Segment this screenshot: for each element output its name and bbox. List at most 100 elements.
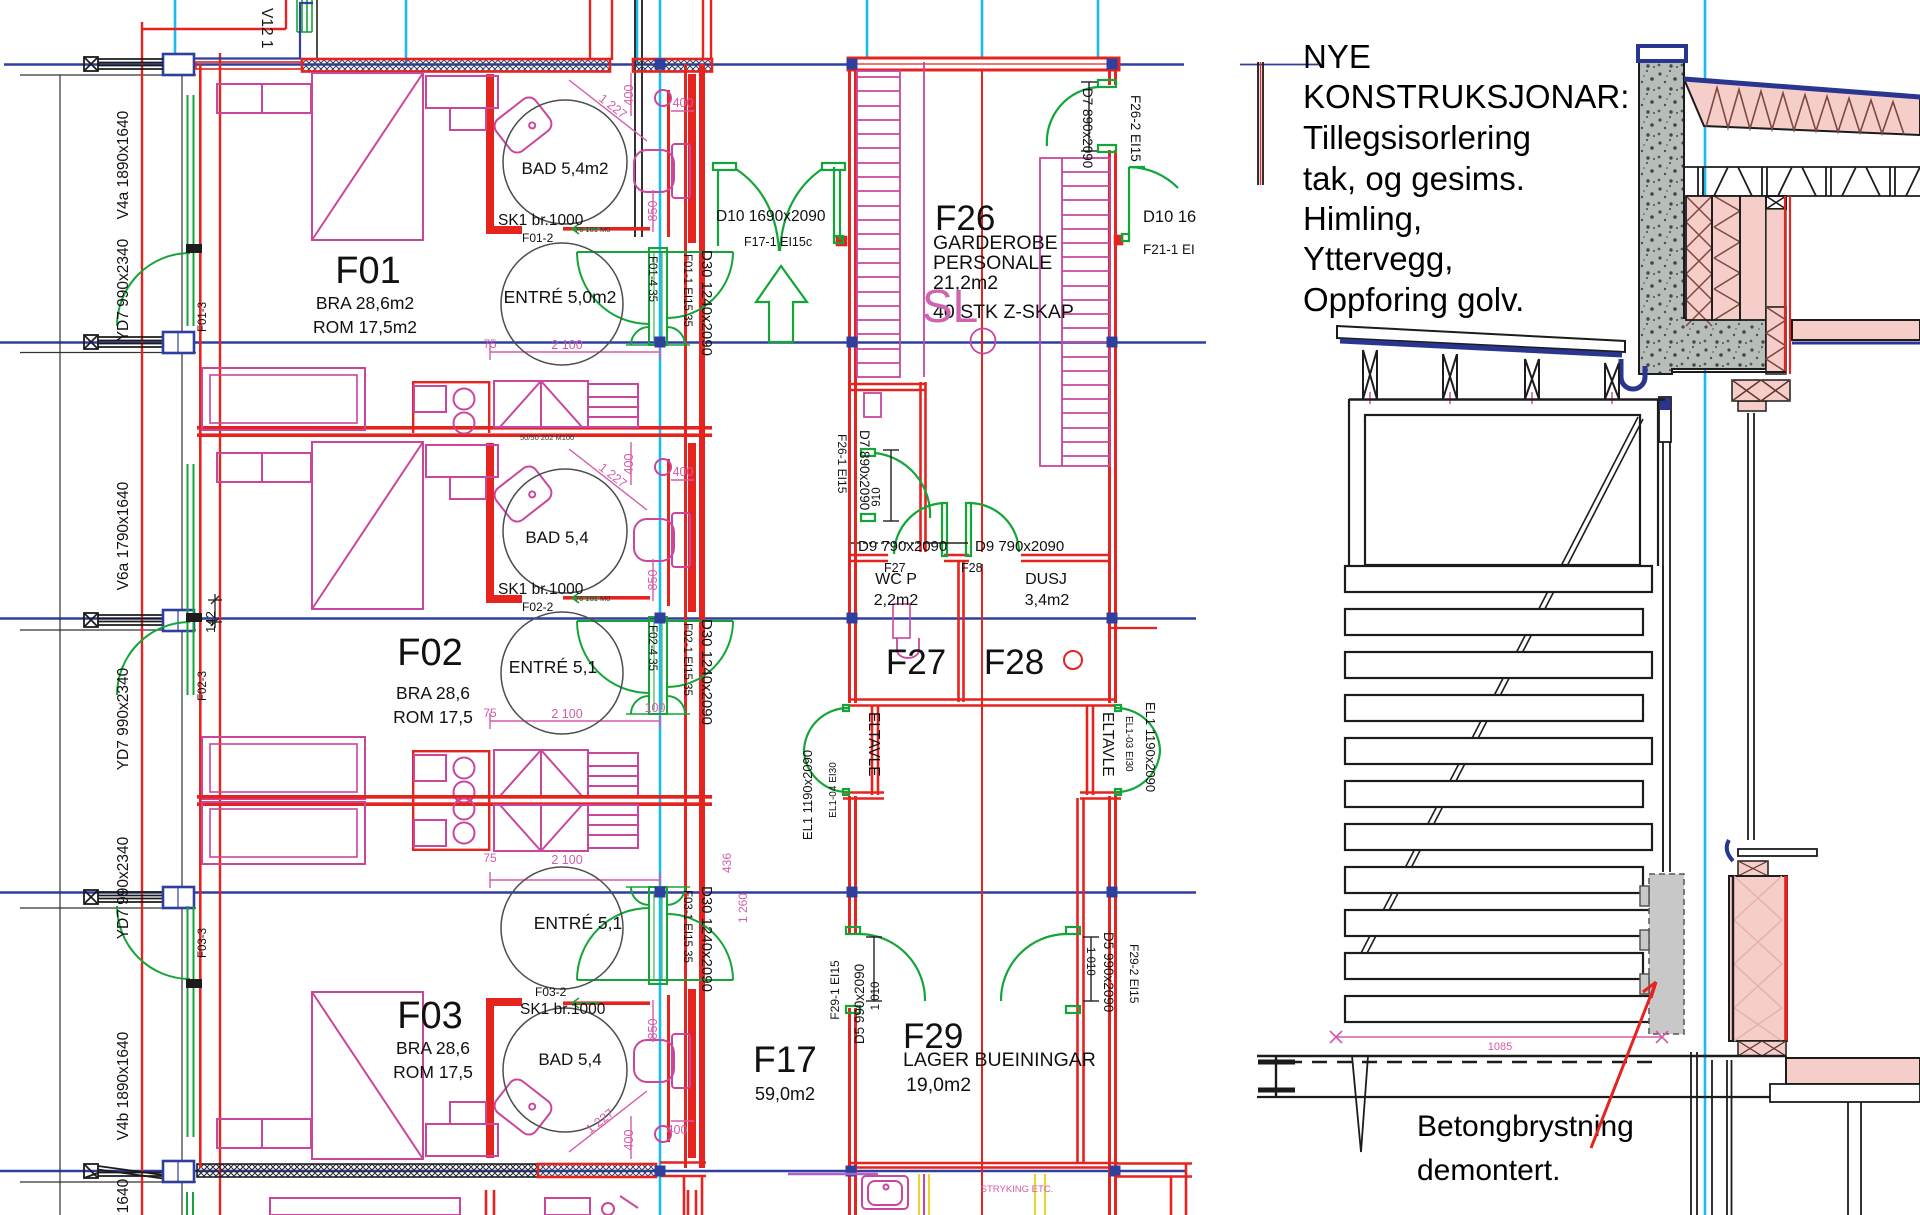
svg-text:F01-3: F01-3 [197,302,209,332]
svg-text:D5 990x2090: D5 990x2090 [852,964,867,1044]
svg-text:KONSTRUKSJONAR:: KONSTRUKSJONAR: [1303,78,1629,115]
svg-text:EL1-04 EI30: EL1-04 EI30 [828,762,839,818]
svg-text:F02-1 EI15 35: F02-1 EI15 35 [681,623,693,696]
svg-text:WC P: WC P [875,571,917,588]
svg-text:400: 400 [622,85,636,106]
svg-text:EL1 1190x2090: EL1 1190x2090 [800,750,815,840]
svg-text:F03-3: F03-3 [197,928,209,958]
svg-text:BRA 28,6: BRA 28,6 [396,1038,470,1058]
svg-text:F27: F27 [886,643,946,682]
svg-text:1640: 1640 [115,1178,132,1213]
svg-text:LAGER BUEININGAR: LAGER BUEININGAR [903,1049,1096,1071]
svg-text:D10 16: D10 16 [1143,208,1196,226]
svg-text:V4b 1890x1640: V4b 1890x1640 [115,1031,132,1140]
svg-text:F28: F28 [984,643,1044,682]
svg-text:SK1 br.1000: SK1 br.1000 [498,581,584,598]
svg-text:DUSJ: DUSJ [1025,571,1067,588]
svg-text:400: 400 [667,1123,688,1137]
svg-text:100: 100 [645,701,666,715]
svg-text:142: 142 [203,611,218,633]
svg-text:F01-4 35: F01-4 35 [646,256,658,302]
svg-text:EL1-03 EI30: EL1-03 EI30 [1123,716,1134,772]
svg-text:21,2m2: 21,2m2 [933,272,998,294]
svg-text:910: 910 [871,487,883,506]
svg-text:F17-1 EI15c: F17-1 EI15c [744,235,812,249]
svg-text:ROM 17,5m2: ROM 17,5m2 [313,317,417,337]
svg-text:2 100: 2 100 [551,853,582,867]
svg-text:F21-1 EI: F21-1 EI [1143,242,1195,257]
svg-text:BAD 5,4: BAD 5,4 [525,528,588,547]
svg-text:400: 400 [622,1130,636,1151]
svg-text:V12 1: V12 1 [258,8,275,49]
svg-text:F29-1 EI15: F29-1 EI15 [828,960,842,1020]
svg-text:400: 400 [673,465,694,479]
svg-text:F03-1 EI15 35: F03-1 EI15 35 [681,890,693,963]
svg-text:Oppforing golv.: Oppforing golv. [1303,281,1524,318]
svg-text:D10 1690x2090: D10 1690x2090 [716,208,826,225]
svg-text:ENTRÉ 5,0m2: ENTRÉ 5,0m2 [504,287,617,307]
svg-text:SK1 br.1000: SK1 br.1000 [520,1001,606,1018]
svg-text:F26: F26 [935,199,995,238]
svg-text:Tillegsisorlering: Tillegsisorlering [1303,119,1531,156]
svg-text:1 010: 1 010 [1084,947,1096,976]
svg-text:850: 850 [646,570,660,591]
svg-text:2,2m2: 2,2m2 [874,592,919,609]
svg-text:400: 400 [673,96,694,110]
svg-text:F02-4 35: F02-4 35 [646,625,658,671]
svg-text:D7 890x2090: D7 890x2090 [1080,88,1095,168]
svg-text:F28: F28 [961,561,983,575]
svg-text:ELTAVLE: ELTAVLE [865,712,882,777]
svg-text:2 100: 2 100 [551,707,582,721]
svg-text:2 100: 2 100 [551,338,582,352]
svg-text:F17: F17 [753,1039,817,1080]
svg-text:1 010: 1 010 [870,982,882,1011]
svg-text:Yttervegg,: Yttervegg, [1303,240,1453,277]
svg-text:SK1 br.1000: SK1 br.1000 [498,212,584,229]
svg-text:Betongbrystning: Betongbrystning [1417,1110,1634,1143]
svg-text:19,0m2: 19,0m2 [906,1074,971,1096]
svg-text:SL: SL [922,280,978,332]
svg-text:ROM 17,5: ROM 17,5 [393,707,473,727]
svg-text:BAD 5,4m2: BAD 5,4m2 [522,159,609,178]
svg-text:NYE: NYE [1303,38,1371,75]
svg-text:ENTRÉ 5,1: ENTRÉ 5,1 [534,913,623,933]
svg-text:F02-3: F02-3 [197,671,209,701]
svg-text:1 260: 1 260 [736,893,750,923]
svg-text:GARDEROBE: GARDEROBE [933,232,1058,254]
svg-text:76 101 M0: 76 101 M0 [575,594,610,603]
svg-text:400: 400 [622,454,636,475]
svg-text:F03-2: F03-2 [535,985,567,999]
svg-text:ELTAVLE: ELTAVLE [1099,712,1116,777]
svg-text:YD7 990x2340: YD7 990x2340 [115,836,132,939]
svg-text:1085: 1085 [1488,1041,1512,1053]
svg-text:75: 75 [483,337,497,351]
svg-text:F29-2 EI15: F29-2 EI15 [1127,944,1141,1004]
svg-text:EL1 1190x2090: EL1 1190x2090 [1143,702,1158,792]
svg-text:D9 790x2090: D9 790x2090 [975,538,1064,555]
svg-text:F02-2: F02-2 [522,600,554,614]
svg-text:F01-2: F01-2 [522,231,554,245]
svg-text:YD7 990x2340: YD7 990x2340 [115,238,132,341]
svg-text:tak, og gesims.: tak, og gesims. [1303,160,1525,197]
svg-text:demontert.: demontert. [1417,1154,1560,1187]
svg-text:850: 850 [646,201,660,222]
svg-text:BAD 5,4: BAD 5,4 [538,1050,601,1069]
svg-text:BRA 28,6: BRA 28,6 [396,683,470,703]
svg-text:D30 1240x2090: D30 1240x2090 [698,250,715,356]
svg-text:436: 436 [720,853,734,873]
svg-text:F27: F27 [884,561,906,575]
svg-text:D5 990x2090: D5 990x2090 [1101,932,1116,1012]
svg-text:YD7 990x2340: YD7 990x2340 [115,667,132,770]
svg-text:F26-2 EI15: F26-2 EI15 [1128,95,1143,162]
svg-text:F01-1 EI15 35: F01-1 EI15 35 [681,254,693,327]
svg-text:75: 75 [483,706,497,720]
svg-text:F02: F02 [397,632,462,674]
svg-text:F01: F01 [335,250,400,292]
svg-text:850: 850 [646,1019,660,1040]
svg-text:3,4m2: 3,4m2 [1025,592,1070,609]
svg-text:V4a 1890x1640: V4a 1890x1640 [115,110,132,219]
svg-text:V6a 1790x1640: V6a 1790x1640 [115,481,132,590]
svg-text:40 STK Z-SKAP: 40 STK Z-SKAP [933,301,1074,323]
svg-text:ENTRÉ 5,1: ENTRÉ 5,1 [509,657,598,677]
svg-text:D7 890x2090: D7 890x2090 [857,430,872,510]
